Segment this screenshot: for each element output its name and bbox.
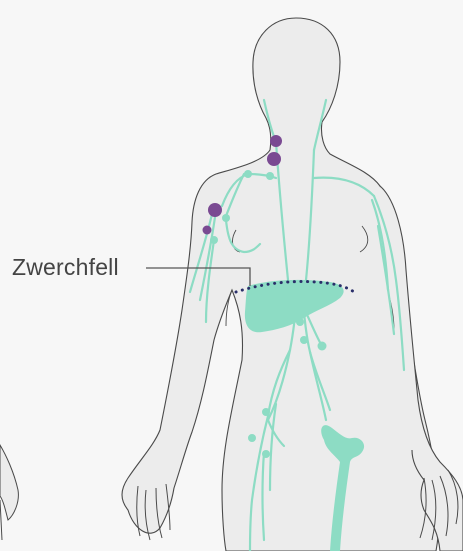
side-figure-left — [0, 445, 18, 540]
diaphragm-label: Zwerchfell — [12, 254, 119, 281]
